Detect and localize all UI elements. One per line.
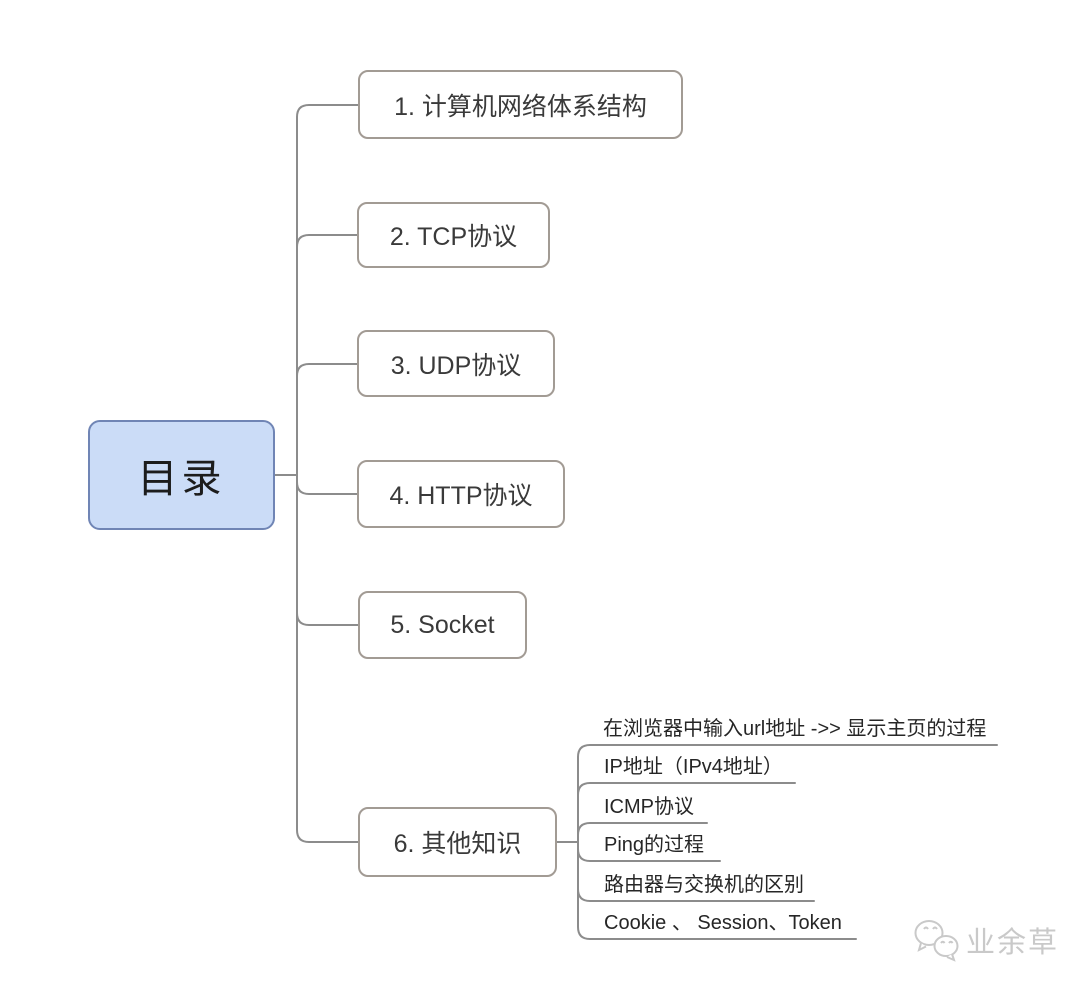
- subtopic-ping[interactable]: Ping的过程: [604, 834, 705, 856]
- branch-line-4: [296, 481, 358, 495]
- branch-line-5: [296, 612, 359, 626]
- topic-node-3[interactable]: 3. UDP协议: [357, 330, 555, 397]
- topic-node-1[interactable]: 1. 计算机网络体系结构: [358, 70, 683, 139]
- wechat-icon: [914, 920, 959, 962]
- branch-line-1: [296, 104, 359, 476]
- subtopic-router-vs-switch[interactable]: 路由器与交换机的区别: [604, 874, 804, 896]
- branch-line-2: [296, 234, 358, 248]
- watermark: 业余草: [908, 916, 1059, 964]
- root-node-toc[interactable]: 目录: [88, 420, 275, 530]
- topic-node-6[interactable]: 6. 其他知识: [358, 807, 557, 877]
- subbranch-line-3: [577, 822, 708, 843]
- subtopic-ip-address[interactable]: IP地址（IPv4地址）: [604, 756, 783, 778]
- topic-node-5[interactable]: 5. Socket: [358, 591, 527, 659]
- branch-line-3: [296, 363, 358, 377]
- topic-node-2[interactable]: 2. TCP协议: [357, 202, 550, 268]
- subtopic-cookie-session-token[interactable]: Cookie 、 Session、Token: [604, 912, 842, 934]
- topic-node-4[interactable]: 4. HTTP协议: [357, 460, 565, 528]
- branch-line-6: [296, 474, 359, 843]
- subtopic-icmp[interactable]: ICMP协议: [604, 796, 694, 818]
- subbranch-line-1: [577, 744, 998, 843]
- subtopic-url-to-homepage[interactable]: 在浏览器中输入url地址 ->> 显示主页的过程: [603, 718, 987, 740]
- watermark-text: 业余草: [966, 927, 1060, 959]
- subbranch-line-2: [577, 782, 796, 843]
- subbranch-line-6: [577, 841, 857, 940]
